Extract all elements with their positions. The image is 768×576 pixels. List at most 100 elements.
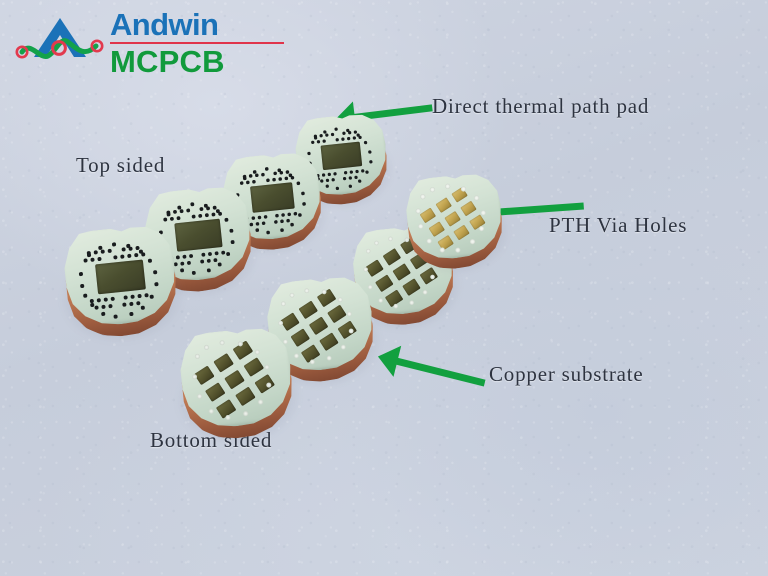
via-hole-perimeter-8	[365, 170, 368, 173]
via-hole-1-4	[272, 178, 276, 182]
via-hole-1-5	[127, 254, 132, 259]
bottom-pad-2-1	[402, 278, 420, 296]
via-hole-2-7	[361, 169, 365, 173]
via-hole-1-3	[335, 138, 339, 142]
via-hole-3-2	[331, 178, 335, 182]
bottom-pad-0-1	[383, 248, 401, 266]
via-ring-0	[195, 354, 201, 360]
label-pth-via-holes: PTH Via Holes	[549, 213, 688, 237]
via-ring-1	[374, 241, 379, 246]
via-hole-perimeter-13	[204, 204, 208, 208]
via-hole-0-4	[273, 171, 277, 175]
via-hole-2-5	[130, 295, 135, 300]
via-hole-perimeter-5	[336, 187, 339, 190]
via-hole-perimeter-12	[139, 249, 143, 253]
via-hole-0-3	[261, 173, 265, 177]
via-hole-1-5	[278, 177, 282, 181]
via-hole-perimeter-16	[166, 212, 170, 216]
via-hole-3-1	[256, 222, 260, 226]
via-hole-1-2	[97, 257, 102, 262]
bottom-pad-2-1	[235, 387, 255, 407]
via-hole-perimeter-11	[224, 218, 228, 222]
via-hole-perimeter-9	[231, 240, 235, 244]
via-hole-2-3	[111, 297, 116, 302]
via-hole-0-2	[255, 173, 259, 177]
via-hole-perimeter-7	[290, 223, 293, 226]
via-hole-1-4	[198, 214, 202, 218]
via-hole-3-1	[180, 262, 184, 266]
via-hole-0-1	[173, 210, 177, 214]
via-hole-2-4	[344, 171, 348, 175]
via-hole-1-5	[347, 137, 351, 141]
via-hole-perimeter-10	[368, 150, 371, 153]
top-board-1	[54, 222, 191, 351]
via-hole-1-1	[317, 140, 321, 144]
via-hole-3-1	[101, 305, 106, 310]
via-ring-7	[341, 345, 346, 350]
via-hole-2-7	[144, 293, 149, 298]
via-hole-3-5	[286, 219, 290, 223]
via-hole-1-6	[284, 176, 288, 180]
via-hole-1-1	[90, 258, 95, 263]
via-hole-perimeter-13	[346, 129, 349, 132]
via-ring-7	[423, 290, 428, 295]
bottom-pad-1-1	[309, 316, 328, 335]
via-hole-perimeter-10	[229, 229, 233, 233]
via-ring-8	[409, 300, 414, 305]
pth-pad-grid	[411, 176, 498, 260]
via-hole-2-4	[201, 253, 205, 257]
via-hole-3-3	[122, 302, 127, 307]
via-hole-perimeter-8	[226, 252, 230, 256]
via-hole-1-6	[211, 212, 215, 216]
via-hole-3-2	[187, 261, 191, 265]
via-hole-0-4	[199, 207, 203, 211]
bottom-pad-1-0	[291, 328, 310, 347]
via-hole-0-2	[101, 249, 106, 254]
via-hole-3-4	[207, 259, 211, 263]
via-hole-1-2	[252, 180, 256, 184]
via-hole-1-3	[192, 214, 196, 218]
via-hole-0-3	[186, 208, 190, 212]
via-hole-perimeter-16	[87, 253, 91, 257]
via-ring-1	[289, 293, 294, 298]
via-hole-2-2	[182, 255, 186, 259]
via-hole-perimeter-9	[369, 160, 372, 163]
product-line-name: MCPCB	[110, 44, 225, 79]
via-hole-perimeter-5	[113, 314, 117, 318]
via-hole-perimeter-12	[288, 173, 291, 176]
bottom-pad-2-2	[254, 374, 274, 394]
direct-thermal-path-pad	[174, 219, 222, 252]
via-hole-2-1	[251, 216, 255, 220]
via-hole-2-3	[189, 254, 193, 258]
via-hole-perimeter-15	[177, 206, 181, 210]
via-hole-perimeter-13	[277, 168, 280, 171]
via-hole-perimeter-13	[126, 244, 130, 248]
direct-thermal-path-pad	[321, 142, 363, 171]
via-hole-perimeter-10	[301, 192, 304, 195]
via-hole-perimeter-12	[216, 209, 220, 213]
pth-via-hole-7	[470, 239, 476, 245]
via-hole-2-5	[208, 252, 212, 256]
via-hole-perimeter-7	[358, 179, 361, 182]
via-hole-0-1	[94, 250, 99, 255]
via-hole-perimeter-6	[129, 312, 133, 316]
arrow-copper-substrate	[372, 339, 493, 402]
via-hole-perimeter-15	[323, 130, 326, 133]
bottom-pad-0-0	[194, 366, 214, 386]
via-hole-perimeter-8	[298, 213, 301, 216]
arrow-pth-via-holes	[469, 188, 589, 232]
via-hole-1-1	[170, 217, 174, 221]
via-hole-perimeter-14	[334, 127, 337, 130]
via-hole-2-3	[333, 172, 337, 176]
via-hole-1-0	[163, 217, 167, 221]
via-hole-perimeter-6	[280, 228, 283, 231]
via-ring-8	[327, 356, 332, 361]
pth-gold-pad-1-2	[460, 201, 476, 217]
via-hole-3-3	[274, 220, 278, 224]
via-hole-2-4	[275, 214, 279, 218]
via-hole-2-6	[137, 294, 142, 299]
via-hole-2-3	[264, 215, 268, 219]
via-hole-0-2	[180, 209, 184, 213]
via-hole-perimeter-4	[101, 312, 105, 316]
